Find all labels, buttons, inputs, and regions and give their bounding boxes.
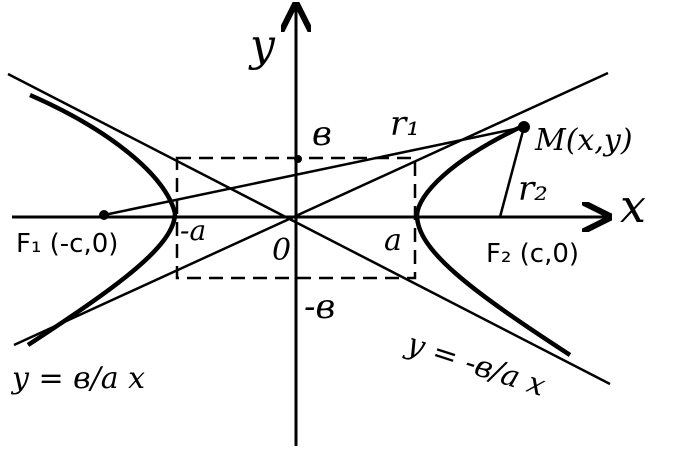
focal-radius-r1 [103, 125, 525, 217]
a-positive-label: a [384, 223, 402, 258]
a-negative-label: -a [180, 214, 206, 247]
origin-label: 0 [272, 233, 291, 268]
focus-f2-label: F₂ (c,0) [486, 239, 579, 269]
hyperbola-left-branch [26, 92, 178, 347]
focus-f1-label: F₁ (-c,0) [16, 229, 118, 259]
vertex-b-point [294, 155, 302, 163]
x-axis-label: x [620, 179, 646, 233]
point-m-label: M(x,y) [534, 123, 633, 158]
asymptote-negative-label: y = -в/a x [401, 326, 550, 404]
focus-f1-point [99, 210, 109, 220]
asymptote-negative [7, 72, 611, 386]
asymptote-positive [13, 71, 609, 347]
y-axis-label: y [248, 20, 276, 71]
r1-label: r₁ [390, 104, 420, 144]
r2-label: r₂ [518, 169, 548, 209]
b-negative-label: -в [304, 287, 335, 327]
point-m [518, 121, 530, 133]
asymptote-positive-label: y = в/a x [10, 361, 145, 396]
b-positive-label: в [312, 114, 332, 154]
hyperbola-right-branch [414, 122, 572, 357]
focal-radius-r2 [498, 126, 526, 218]
